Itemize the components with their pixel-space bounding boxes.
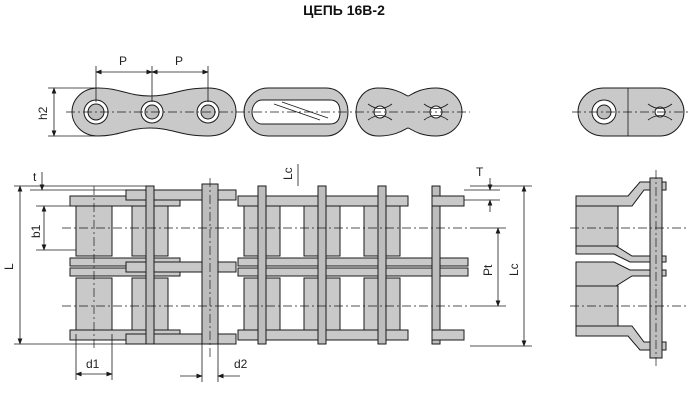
h2-label: h2 bbox=[36, 106, 50, 120]
L-label: L bbox=[2, 263, 16, 270]
pin-long bbox=[145, 185, 155, 345]
pitch-label-1: P bbox=[119, 54, 127, 68]
end-view-top bbox=[572, 87, 688, 137]
plan-view: L t b1 Lc T Pt Lc d1 bbox=[2, 164, 532, 382]
end-view-bottom bbox=[570, 170, 688, 366]
t-label: t bbox=[33, 170, 37, 184]
b1-label: b1 bbox=[29, 224, 43, 238]
top-side-view: P P h2 bbox=[36, 54, 470, 137]
pitch-label-2: P bbox=[175, 54, 183, 68]
lc-top-label: Lc bbox=[281, 167, 295, 180]
drawing-title: ЦЕПЬ 16B-2 bbox=[303, 2, 385, 18]
Pt-label: Pt bbox=[481, 264, 495, 276]
d2-label: d2 bbox=[234, 357, 248, 371]
d1-label: d1 bbox=[86, 357, 100, 371]
lc-right-label: Lc bbox=[507, 263, 521, 276]
T-label: T bbox=[476, 165, 484, 179]
